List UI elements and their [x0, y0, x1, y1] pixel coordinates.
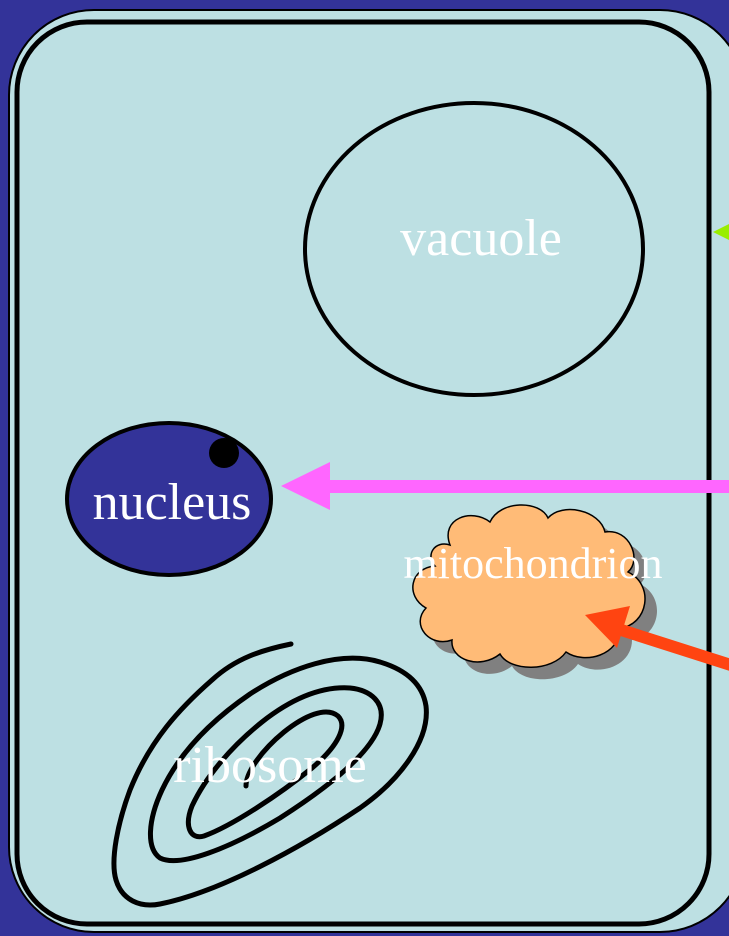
nucleolus-dot-icon [209, 438, 239, 468]
mitochondrion-label: mitochondrion [403, 539, 662, 588]
ribosome-label: ribosome [173, 737, 367, 794]
vacuole-label: vacuole [400, 210, 562, 267]
nucleus-label: nucleus [93, 474, 252, 531]
